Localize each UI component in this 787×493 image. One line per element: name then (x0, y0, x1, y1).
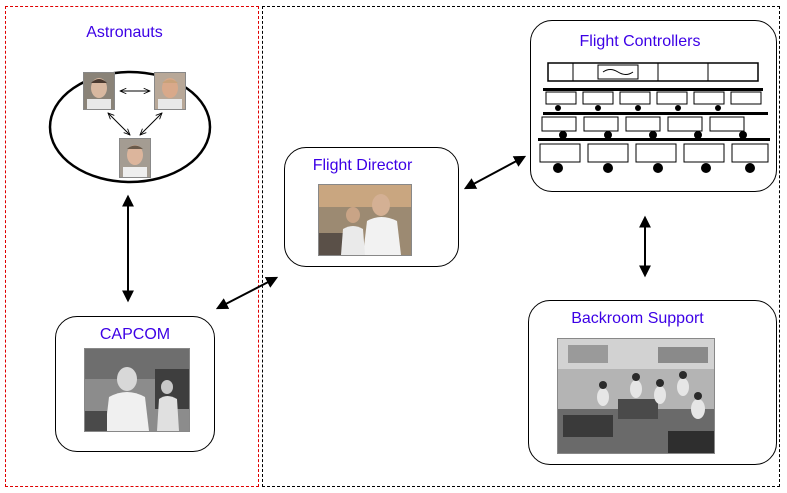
astronaut-side-region (5, 6, 259, 487)
backroom-support-label: Backroom Support (571, 310, 704, 327)
capcom-label: CAPCOM (99, 326, 171, 343)
capcom-photo-icon (84, 348, 190, 432)
flight-director-label: Flight Director (312, 157, 413, 174)
astronauts-label: Astronauts (86, 24, 163, 41)
flight-director-photo-icon (318, 184, 412, 256)
mission-control-region (262, 6, 780, 487)
astronaut-photo-icon (154, 72, 186, 110)
astronaut-photo-icon (83, 72, 115, 110)
astronaut-photo-icon (119, 138, 151, 178)
backroom-support-photo-icon (557, 338, 715, 454)
flight-controllers-label: Flight Controllers (579, 33, 701, 50)
mission-control-room-drawing-icon (538, 60, 771, 178)
